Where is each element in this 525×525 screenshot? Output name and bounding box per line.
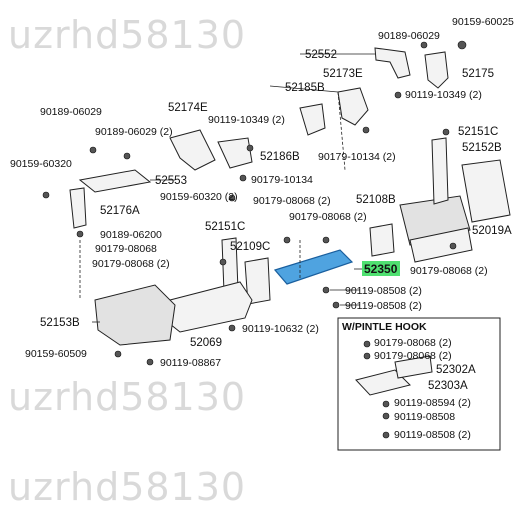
part-label: 90189-06029 (40, 106, 102, 118)
bolt-icon (89, 146, 97, 154)
bolt-icon (228, 194, 236, 202)
bolt-icon (283, 236, 291, 244)
highlight-label: 52350 (364, 262, 398, 276)
part-label: 52108B (356, 194, 396, 206)
part-label: 90179-08068 (2) (289, 211, 367, 223)
bolt-icon (449, 242, 457, 250)
part-label: 90119-08508 (2) (394, 429, 471, 441)
part-label: 90159-60320 (2) (160, 191, 238, 203)
bracket-52186b (217, 137, 253, 169)
reinforcement-52019a (409, 227, 473, 263)
stay-52176a (69, 187, 87, 229)
bolt-icon (246, 144, 254, 152)
part-label: 52152B (462, 142, 502, 154)
part-label: 52552 (305, 49, 337, 61)
part-label: 90159-60320 (10, 158, 72, 170)
part-label: 52174E (168, 102, 208, 114)
bolt-icon (219, 258, 227, 266)
highlighted-part-52350 (273, 249, 354, 285)
stay-52109c (244, 257, 271, 305)
bracket-52175 (424, 51, 449, 89)
watermark: uzrhd58130 (8, 465, 246, 509)
part-label: 52302A (436, 364, 476, 376)
bolt-icon (228, 324, 236, 332)
part-label: 52019A (472, 225, 512, 237)
bolt-icon (114, 350, 122, 358)
part-label: 52173E (323, 68, 363, 80)
bolt-icon (239, 174, 247, 182)
part-label: 90119-08508 (394, 411, 455, 423)
highlight-badge (362, 261, 400, 276)
part-label: 90179-08068 (2) (410, 265, 488, 277)
leader-line (269, 85, 339, 93)
part-label: 90179-08068 (2) (374, 337, 452, 349)
pintle-hook-box (337, 317, 501, 451)
bracket-52303a (355, 369, 411, 396)
bolt-icon (76, 230, 84, 238)
bracket-52185b (299, 103, 326, 136)
part-label: 52176A (100, 205, 140, 217)
part-label: 90119-08508 (2) (345, 300, 422, 312)
bolt-icon (457, 40, 467, 50)
bolt-icon (394, 91, 402, 99)
part-label: 90179-08068 (2) (253, 195, 331, 207)
dashed-line (337, 91, 346, 171)
bracket-52173e (337, 87, 369, 126)
watermark: uzrhd58130 (8, 375, 246, 419)
part-label: 52303A (428, 380, 468, 392)
part-label: 52186B (260, 151, 300, 163)
part-label: 52175 (462, 68, 494, 80)
bolt-icon (322, 286, 330, 294)
part-label: 90179-10134 (251, 174, 313, 186)
part-label: 52109C (230, 241, 270, 253)
part-label: 90119-10349 (2) (208, 114, 285, 126)
watermark: uzrhd58130 (8, 13, 246, 57)
part-label: 52185B (285, 82, 325, 94)
part-label: 90159-60025 (452, 16, 514, 28)
part-label: 52151C (458, 126, 498, 138)
part-label: 90189-06029 (2) (95, 126, 173, 138)
part-label: 90179-10134 (2) (318, 151, 396, 163)
part-label: 90159-60509 (25, 348, 87, 360)
bracket-52302a (394, 355, 433, 379)
bolt-icon (42, 191, 50, 199)
part-label: 52553 (155, 175, 187, 187)
bolt-icon (322, 236, 330, 244)
bracket-small (369, 223, 395, 257)
subdiagram-title: W/PINTLE HOOK (342, 321, 427, 333)
part-label: 90119-08867 (160, 357, 221, 369)
part-label: 90119-08594 (2) (394, 397, 471, 409)
part-label: 52069 (190, 337, 222, 349)
part-label: 90179-08068 (95, 243, 157, 255)
part-label: 90119-10349 (2) (405, 89, 482, 101)
bolt-icon (362, 126, 370, 134)
part-label: 90119-10632 (2) (242, 323, 319, 335)
bolt-icon (442, 128, 450, 136)
bolt-icon (420, 41, 428, 49)
part-label: 90179-08068 (2) (92, 258, 170, 270)
part-label: 90179-08068 (2) (374, 350, 452, 362)
bolt-icon (332, 301, 340, 309)
part-label: 52151C (205, 221, 245, 233)
part-label: 90119-08508 (2) (345, 285, 422, 297)
bracket-52174e (169, 129, 216, 171)
bolt-icon (382, 412, 390, 420)
part-label: 52153B (40, 317, 80, 329)
bolt-icon (123, 152, 131, 160)
bolt-icon (382, 400, 390, 408)
bolt-icon (382, 431, 390, 439)
bolt-icon (363, 352, 371, 360)
plate-52152b (461, 159, 511, 223)
cover-52069 (164, 281, 253, 333)
bolt-icon (146, 358, 154, 366)
bumper-end-52153b (94, 284, 176, 346)
bolt-icon (363, 340, 371, 348)
support-52151c-right (431, 137, 449, 205)
arm-52553 (78, 169, 152, 193)
bracket-52552 (374, 47, 411, 79)
part-label: 90189-06029 (378, 30, 440, 42)
part-label: 90189-06200 (100, 229, 162, 241)
